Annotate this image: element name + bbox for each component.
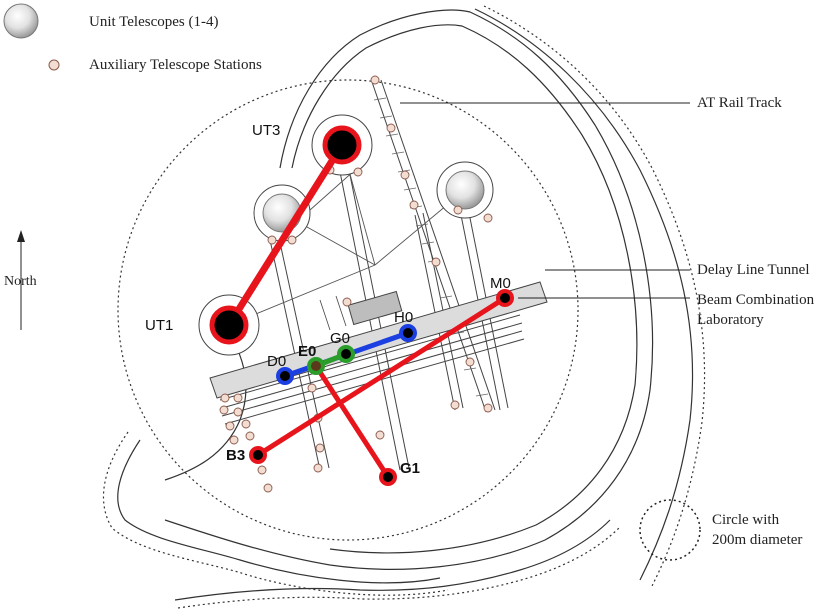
station-g1-marker [379,468,397,486]
delay-line-tunnel [209,281,548,399]
station-b3-marker [249,446,267,464]
delay-line-label: Delay Line Tunnel [697,262,810,278]
unit-telescope-legend-icon [3,3,39,39]
baseline-b3-m0 [255,295,508,458]
ut3-telescope-icon [322,125,362,165]
north-arrow: North [4,230,37,330]
north-arrow-icon [17,230,25,242]
active-at-stations [249,289,514,486]
active-unit-telescopes [209,125,362,345]
label-b3: B3 [226,447,245,464]
annotation-leaders [400,102,690,299]
label-m0: M0 [490,275,511,292]
legend: Unit Telescopes (1-4) Auxiliary Telescop… [3,3,262,73]
label-h0: H0 [394,309,413,326]
legend-unit-telescopes-label: Unit Telescopes (1-4) [89,14,218,30]
circle-label-2: 200m diameter [712,532,802,548]
site-circle-200m [117,79,579,541]
aux-station-legend-icon [48,59,60,71]
legend-aux-stations-label: Auxiliary Telescope Stations [89,57,262,73]
station-h0-marker [399,324,417,342]
label-g0: G0 [330,330,350,347]
label-ut3: UT3 [252,122,280,139]
circle-label-1: Circle with [712,512,780,528]
station-g0-marker [337,345,355,363]
beam-combination-lab [347,290,403,326]
unit-telescopes [198,114,494,356]
beam-combination-label: Beam Combination [697,292,815,308]
baseline-ut1-ut3 [225,141,346,329]
label-d0: D0 [267,353,286,370]
circle-legend-icon [639,499,701,561]
station-d0-marker [276,367,294,385]
label-ut1: UT1 [145,317,173,334]
baseline-e0-g1 [313,363,391,480]
ut1-telescope-icon [209,305,249,345]
unit-telescope-icon [445,170,485,210]
label-g1: G1 [400,460,420,477]
aux-stations [219,75,493,493]
north-label: North [4,274,37,289]
station-labels: UT3 UT1 M0 H0 G0 E0 D0 B3 G1 [145,122,511,477]
station-m0-marker [496,289,514,307]
label-e0: E0 [298,343,316,360]
station-e0-marker [307,357,325,375]
rail-track-label: AT Rail Track [697,95,782,111]
beam-combination-label-2: Laboratory [697,312,764,328]
mountain-outline [102,5,706,609]
